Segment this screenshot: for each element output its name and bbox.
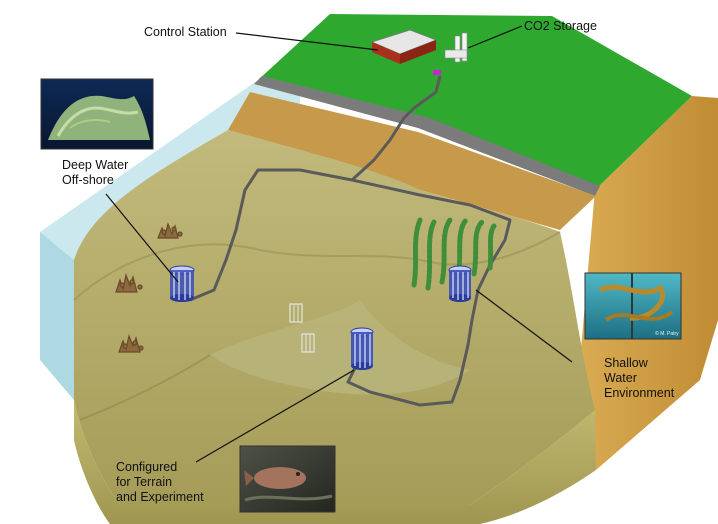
label-configured-line1: Configured <box>116 460 178 474</box>
label-configured: Configured for Terrain and Experiment <box>116 460 204 505</box>
coral-photo <box>40 78 154 150</box>
label-deep-water-line2: Off-shore <box>62 173 114 187</box>
kelp-photo: © M. Patry <box>584 272 682 340</box>
photo-credit: © M. Patry <box>655 330 679 337</box>
road-strip <box>254 76 600 196</box>
cylinder-deep <box>169 265 195 302</box>
co2-storage-tanks <box>433 32 468 75</box>
label-configured-line2: for Terrain <box>116 475 173 489</box>
label-deep-water-line1: Deep Water <box>62 158 129 172</box>
label-configured-line3: and Experiment <box>116 490 204 504</box>
label-control-station: Control Station <box>144 25 227 39</box>
label-shallow-water-line2: Water <box>604 371 637 385</box>
grass-land-surface <box>258 14 692 190</box>
cylinder-basin-small-1 <box>289 303 303 323</box>
label-shallow-water-line3: Environment <box>604 386 675 400</box>
experiment-cylinders <box>169 265 472 370</box>
coral-clusters <box>115 222 183 353</box>
label-shallow-water: Shallow Water Environment <box>604 356 674 401</box>
seafloor-front-face <box>74 400 596 524</box>
control-station-building <box>370 29 438 64</box>
terrain-ridge-lower <box>79 354 211 421</box>
label-co2-storage: CO2 Storage <box>524 19 597 33</box>
cylinder-shallow <box>448 265 472 302</box>
fish-photo <box>239 445 336 513</box>
cylinder-basin <box>350 327 374 370</box>
cylinder-basin-small-2 <box>301 333 315 353</box>
water-volume-left <box>40 232 74 400</box>
terrain-basin <box>210 300 470 395</box>
label-deep-water: Deep Water Off-shore <box>62 158 128 188</box>
leader-lines <box>105 25 573 463</box>
label-shallow-water-line1: Shallow <box>604 356 648 370</box>
sandy-shelf <box>228 92 596 230</box>
